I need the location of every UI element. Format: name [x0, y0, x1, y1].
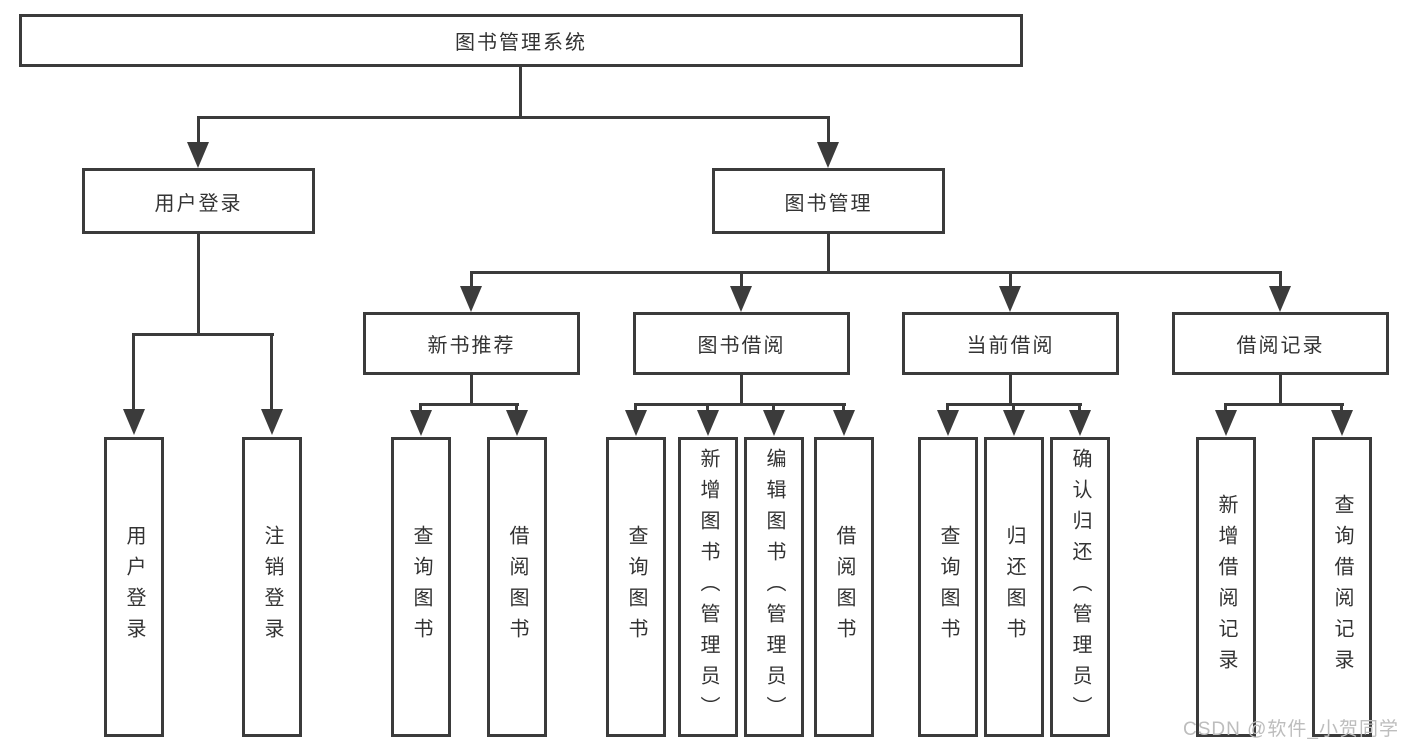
connector-line [197, 116, 830, 119]
leaf-borrow-book-label: 借阅图书 [833, 525, 855, 649]
connector-line [419, 403, 519, 406]
arrow-down-icon [187, 142, 209, 168]
leaf-logout-label: 注销登录 [261, 525, 283, 649]
node-borrow-record: 借阅记录 [1172, 312, 1389, 375]
leaf-query-book-current-label: 查询图书 [937, 525, 959, 649]
connector-line [470, 271, 1282, 274]
leaf-user-login: 用户登录 [104, 437, 164, 737]
node-root-label: 图书管理系统 [455, 32, 587, 54]
leaf-confirm-return-admin: 确认归还（管理员） [1050, 437, 1110, 737]
arrow-down-icon [817, 142, 839, 168]
arrow-down-icon [730, 286, 752, 312]
arrow-down-icon [937, 410, 959, 436]
connector-line [827, 234, 830, 274]
node-book-management: 图书管理 [712, 168, 945, 234]
node-user-login: 用户登录 [82, 168, 315, 234]
connector-line [1012, 405, 1015, 411]
connector-line [1279, 375, 1282, 406]
node-new-book-recommend-label: 新书推荐 [427, 335, 516, 357]
arrow-down-icon [697, 410, 719, 436]
node-current-borrow-label: 当前借阅 [966, 335, 1055, 357]
connector-line [197, 118, 200, 144]
arrow-down-icon [410, 410, 432, 436]
connector-line [772, 405, 775, 411]
arrow-down-icon [763, 410, 785, 436]
leaf-return-book-label: 归还图书 [1003, 525, 1025, 649]
connector-line [515, 405, 518, 411]
arrow-down-icon [123, 409, 145, 435]
connector-line [740, 375, 743, 406]
leaf-return-book: 归还图书 [984, 437, 1044, 737]
arrow-down-icon [506, 410, 528, 436]
connector-line [842, 405, 845, 411]
arrow-down-icon [999, 286, 1021, 312]
connector-line [1279, 273, 1282, 287]
leaf-confirm-return-admin-label: 确认归还（管理员） [1069, 447, 1091, 727]
connector-line [827, 118, 830, 144]
connector-line [706, 405, 709, 411]
connector-line [946, 405, 949, 411]
leaf-query-book-current: 查询图书 [918, 437, 978, 737]
leaf-logout: 注销登录 [242, 437, 302, 737]
connector-line [197, 234, 200, 336]
leaf-add-borrow-record-label: 新增借阅记录 [1215, 494, 1237, 680]
connector-line [1009, 273, 1012, 287]
connector-line [946, 403, 1082, 406]
connector-line [634, 405, 637, 411]
connector-line [132, 335, 135, 411]
connector-line [470, 273, 473, 287]
leaf-query-borrow-record: 查询借阅记录 [1312, 437, 1372, 737]
connector-line [419, 405, 422, 411]
leaf-query-book-borrow-label: 查询图书 [625, 525, 647, 649]
connector-line [740, 273, 743, 287]
arrow-down-icon [1331, 410, 1353, 436]
node-user-login-label: 用户登录 [154, 192, 243, 215]
watermark: CSDN @软件_小贺同学 [1183, 719, 1399, 740]
node-book-borrow: 图书借阅 [633, 312, 850, 375]
connector-line [1009, 375, 1012, 406]
leaf-borrow-book-recommend: 借阅图书 [487, 437, 547, 737]
connector-line [634, 403, 846, 406]
leaf-query-book-recommend-label: 查询图书 [410, 525, 432, 649]
connector-line [470, 375, 473, 406]
leaf-borrow-book: 借阅图书 [814, 437, 874, 737]
leaf-add-book-admin-label: 新增图书（管理员） [697, 447, 719, 727]
leaf-edit-book-admin: 编辑图书（管理员） [744, 437, 804, 737]
node-root-system: 图书管理系统 [19, 14, 1023, 67]
connector-line [519, 67, 522, 119]
arrow-down-icon [1003, 410, 1025, 436]
arrow-down-icon [1269, 286, 1291, 312]
node-current-borrow: 当前借阅 [902, 312, 1119, 375]
connector-line [1224, 403, 1344, 406]
connector-line [1078, 405, 1081, 411]
leaf-add-book-admin: 新增图书（管理员） [678, 437, 738, 737]
arrow-down-icon [1069, 410, 1091, 436]
node-book-borrow-label: 图书借阅 [697, 335, 786, 357]
node-book-management-label: 图书管理 [784, 192, 873, 215]
connector-line [1340, 405, 1343, 411]
arrow-down-icon [625, 410, 647, 436]
arrow-down-icon [261, 409, 283, 435]
arrow-down-icon [460, 286, 482, 312]
node-borrow-record-label: 借阅记录 [1236, 335, 1325, 357]
leaf-edit-book-admin-label: 编辑图书（管理员） [763, 447, 785, 727]
leaf-query-book-recommend: 查询图书 [391, 437, 451, 737]
arrow-down-icon [1215, 410, 1237, 436]
leaf-borrow-book-recommend-label: 借阅图书 [506, 525, 528, 649]
leaf-query-borrow-record-label: 查询借阅记录 [1331, 494, 1353, 680]
connector-line [270, 335, 273, 411]
connector-line [1224, 405, 1227, 411]
connector-line [132, 333, 274, 336]
arrow-down-icon [833, 410, 855, 436]
leaf-query-book-borrow: 查询图书 [606, 437, 666, 737]
leaf-add-borrow-record: 新增借阅记录 [1196, 437, 1256, 737]
leaf-user-login-label: 用户登录 [123, 525, 145, 649]
node-new-book-recommend: 新书推荐 [363, 312, 580, 375]
